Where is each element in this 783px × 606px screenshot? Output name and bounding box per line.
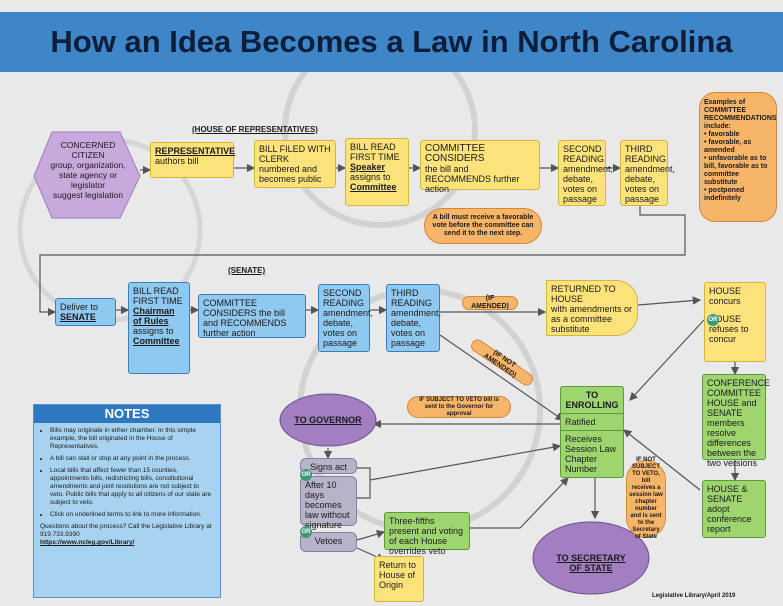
signs-act-node: Signs act [300,458,357,474]
notes-title: NOTES [34,405,220,423]
notes-footer: Questions about the process? Call the Le… [40,523,212,538]
citizen-node: CONCERNED CITIZEN group, organization, s… [50,140,126,200]
title-banner: How an Idea Becomes a Law in North Carol… [0,12,783,72]
override-node: Three-fifths present and voting of each … [384,512,470,556]
notes-item: Click on underlined terms to link to mor… [50,511,214,519]
deliver-senate-node: Deliver to SENATE [55,298,116,326]
bill-read-senate-node: BILL READ FIRST TIME Chairman of Rules a… [128,282,190,374]
enrolling-node: TO ENROLLING Ratified Receives Session L… [560,386,624,478]
adopt-report-node: HOUSE & SENATE adopt conference report [702,480,766,538]
favorable-note: A bill must receive a favorable vote bef… [424,208,542,244]
if-amended-label: (IF AMENDED) [462,295,518,310]
committee-house-node: COMMITTEE CONSIDERS the bill and RECOMME… [420,140,540,194]
page-title: How an Idea Becomes a Law in North Carol… [50,24,733,59]
veto-note: IF SUBJECT TO VETO bill is sent to the G… [407,396,511,418]
notes-item: Bills may originate in either chamber. I… [50,427,214,451]
house-label: (HOUSE OF REPRESENTATIVES) [192,125,318,134]
citizen-hexagon [33,131,141,219]
or-badge: OR [300,526,312,538]
receives-label: Receives Session Law Chapter Number [565,434,617,474]
return-house-node: Return to House of Origin [374,556,424,602]
recommendation-item: • favorable, as amended [704,139,752,154]
recommendation-item: • unfavorable as to bill, favorable as t… [704,155,768,186]
recommendation-item: • postponed indefinitely [704,187,745,202]
second-reading-senate-node: SECOND READING amendment, debate, votes … [318,284,373,352]
library-link[interactable]: https://www.ncleg.gov/Library/ [40,539,135,546]
to-secretary-label[interactable]: TO SECRETARY OF STATE [556,553,626,573]
returned-house-node: RETURNED TO HOUSE with amendments or as … [546,280,638,336]
senate-label: (SENATE) [228,266,266,275]
or-badge: OR [300,469,312,481]
second-reading-house-node: SECOND READING amendment, debate, votes … [558,140,613,206]
or-badge: OR [707,314,719,326]
recommendation-item: • favorable [704,131,740,138]
after-ten-days-node: After 10 days becomes law without signat… [300,476,357,530]
recommendations-note: Examples of COMMITTEE RECOMMENDATIONS in… [699,92,777,222]
secretary-oval [532,521,650,595]
enrolling-title: TO ENROLLING [561,387,623,414]
notes-panel: NOTES Bills may originate in either cham… [33,404,221,598]
representative-node[interactable]: REPRESENTATIVE authors bill [150,142,235,178]
third-reading-house-node: THIRD READING amendment, debate, votes o… [620,140,675,206]
notes-item: Local bills that affect fewer than 15 co… [50,467,214,507]
to-governor-label[interactable]: TO GOVERNOR [294,415,362,425]
bill-read-house-node: BILL READ FIRST TIME Speaker assigns to … [345,138,409,206]
committee-senate-node: COMMITTEE CONSIDERS the bill and RECOMME… [198,294,306,338]
bill-filed-node: BILL FILED WITH CLERK numbered and becom… [254,140,336,188]
ratified-label: Ratified [561,414,623,431]
third-reading-senate-node: THIRD READING amendment, debate, votes o… [386,284,441,352]
credit-text: Legislative Library/April 2019 [652,593,736,599]
vetoes-node: Vetoes [300,532,357,552]
not-veto-note: IF NOT SUBJECT TO VETO, bill receives a … [626,457,666,540]
governor-oval [279,393,377,447]
conference-node: CONFERENCE COMMITTEE HOUSE and SENATE me… [702,374,770,468]
notes-item: A bill can stall or stop at any point in… [50,455,214,463]
